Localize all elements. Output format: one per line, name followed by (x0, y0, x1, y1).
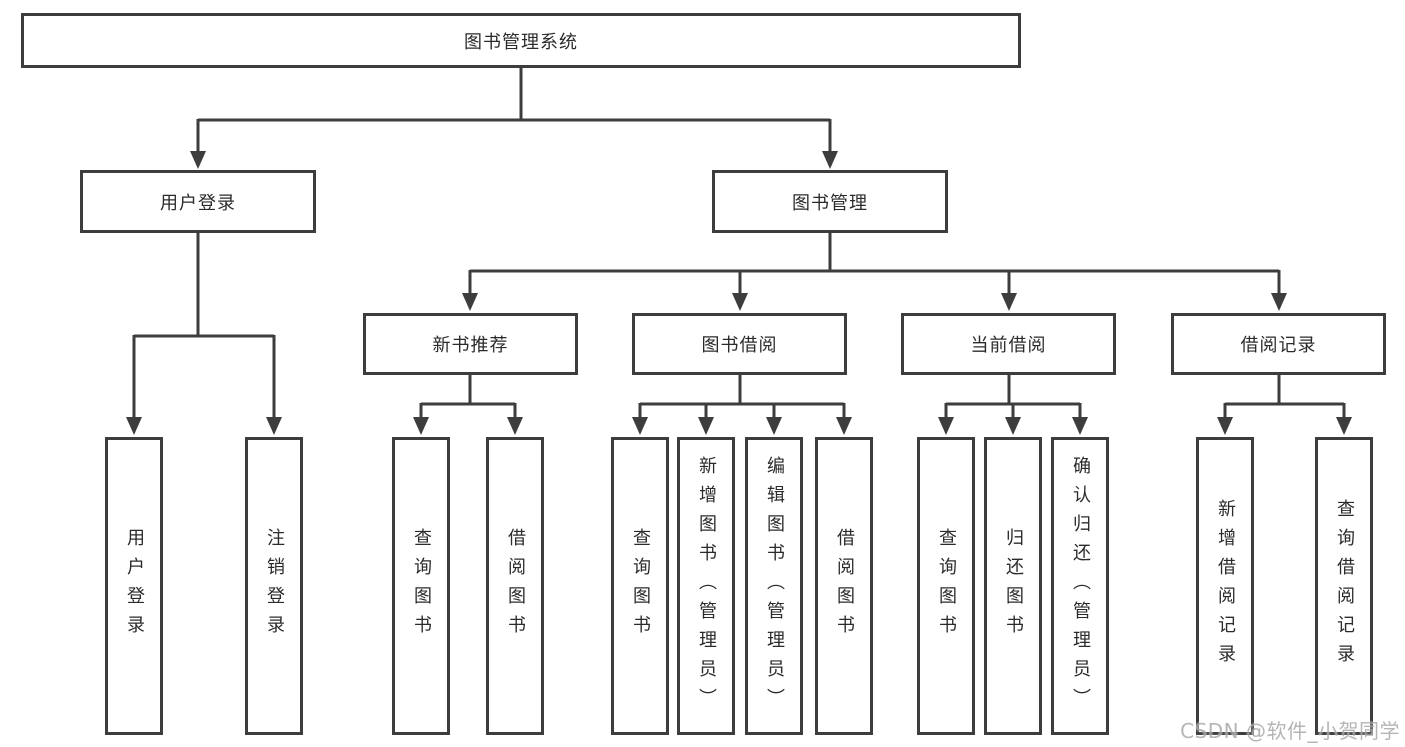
leaf-nbr-borrow-books: 借阅图书 (486, 437, 544, 735)
leaf-bb-edit-books-admin-label: 编辑图书（管理员） (764, 455, 785, 717)
node-user-login: 用户登录 (80, 170, 316, 233)
leaf-logout-label: 注销登录 (264, 528, 285, 644)
leaf-nbr-query-books: 查询图书 (392, 437, 450, 735)
node-new-book-recommend-label: 新书推荐 (432, 335, 509, 356)
leaf-nbr-query-books-label: 查询图书 (411, 528, 432, 644)
leaf-cb-query-books: 查询图书 (917, 437, 975, 735)
node-new-book-recommend: 新书推荐 (363, 313, 578, 375)
leaf-cb-query-books-label: 查询图书 (936, 528, 957, 644)
leaf-cb-confirm-return-admin-label: 确认归还（管理员） (1070, 455, 1091, 717)
node-user-login-label: 用户登录 (160, 192, 236, 214)
leaf-bb-add-books-admin: 新增图书（管理员） (677, 437, 735, 735)
leaf-bb-borrow-books: 借阅图书 (815, 437, 873, 735)
leaf-cb-confirm-return-admin: 确认归还（管理员） (1051, 437, 1109, 735)
csdn-watermark: CSDN @软件_小贺同学 (1180, 719, 1400, 743)
node-book-borrow: 图书借阅 (632, 313, 847, 375)
node-current-borrow: 当前借阅 (901, 313, 1116, 375)
leaf-bb-query-books-label: 查询图书 (630, 528, 651, 644)
node-book-borrow-label: 图书借阅 (701, 335, 778, 356)
leaf-br-query-record-label: 查询借阅记录 (1334, 499, 1355, 673)
node-borrow-records: 借阅记录 (1171, 313, 1386, 375)
leaf-bb-edit-books-admin: 编辑图书（管理员） (745, 437, 803, 735)
leaf-logout: 注销登录 (245, 437, 303, 735)
leaf-bb-borrow-books-label: 借阅图书 (834, 528, 855, 644)
node-current-borrow-label: 当前借阅 (970, 335, 1047, 356)
leaf-cb-return-books-label: 归还图书 (1003, 528, 1024, 644)
node-book-management-label: 图书管理 (792, 192, 868, 214)
leaf-nbr-borrow-books-label: 借阅图书 (505, 528, 526, 644)
node-root-label: 图书管理系统 (464, 31, 578, 53)
leaf-br-add-record: 新增借阅记录 (1196, 437, 1254, 735)
node-borrow-records-label: 借阅记录 (1240, 335, 1317, 356)
leaf-user-login: 用户登录 (105, 437, 163, 735)
leaf-br-add-record-label: 新增借阅记录 (1215, 499, 1236, 673)
node-root: 图书管理系统 (21, 13, 1021, 68)
leaf-bb-query-books: 查询图书 (611, 437, 669, 735)
leaf-user-login-label: 用户登录 (124, 528, 145, 644)
leaf-br-query-record: 查询借阅记录 (1315, 437, 1373, 735)
node-book-management: 图书管理 (712, 170, 948, 233)
leaf-bb-add-books-admin-label: 新增图书（管理员） (696, 455, 717, 717)
leaf-cb-return-books: 归还图书 (984, 437, 1042, 735)
